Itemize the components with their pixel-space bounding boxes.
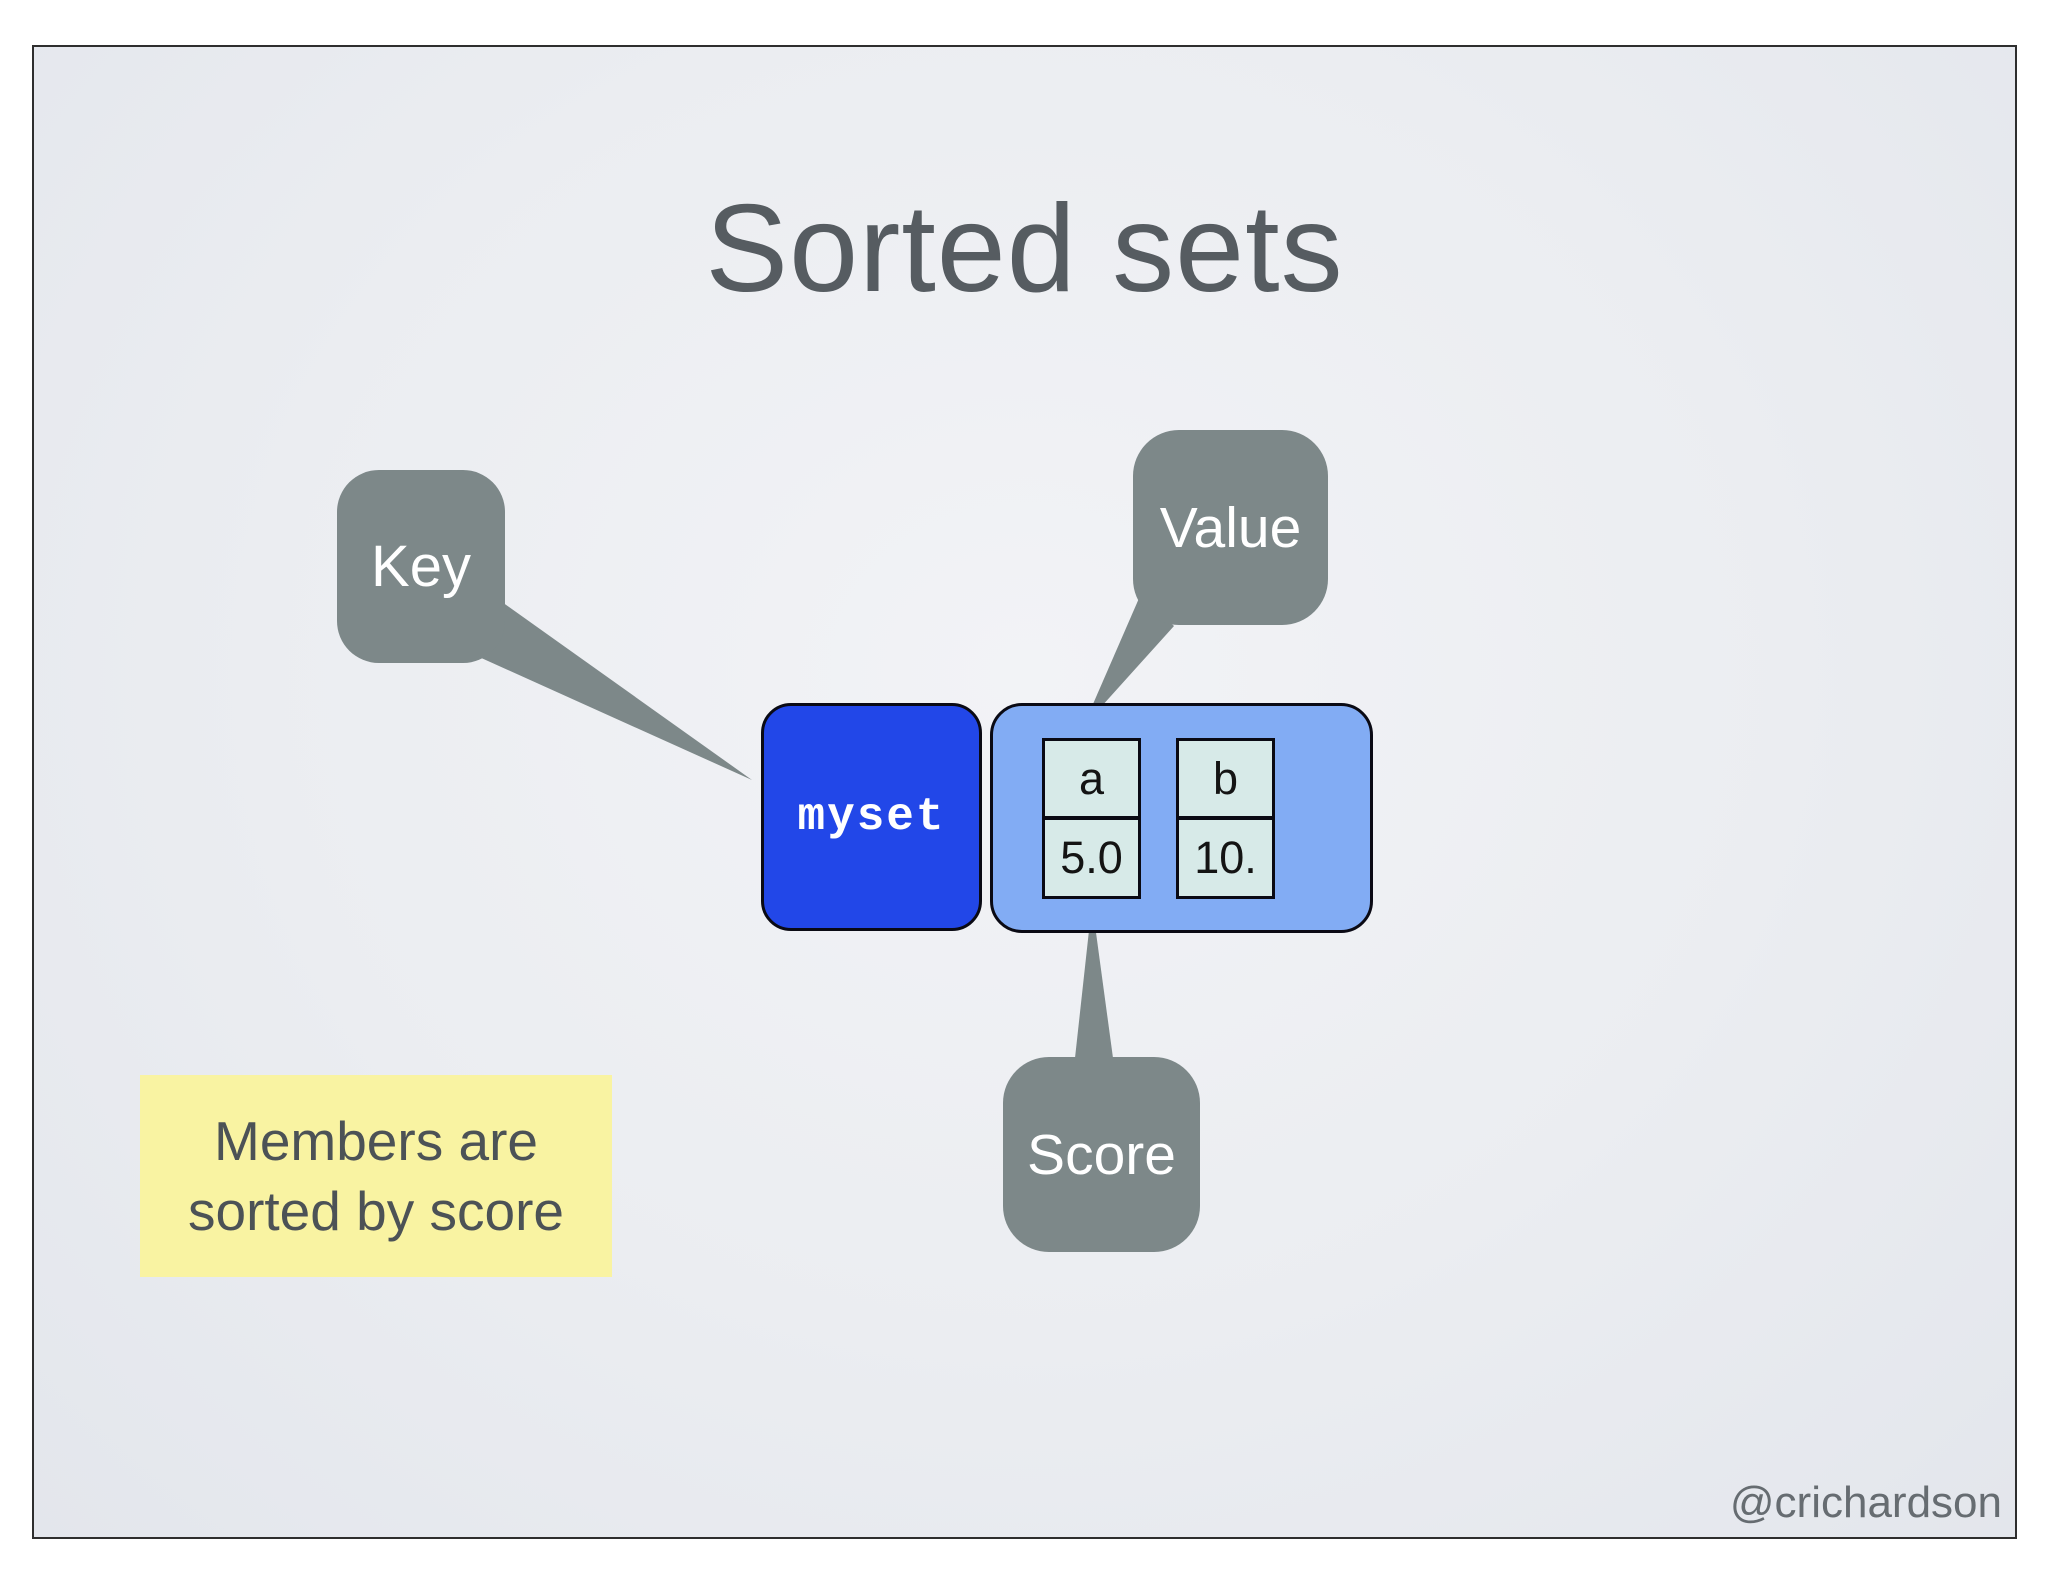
score-callout-label: Score xyxy=(1027,1122,1176,1187)
slide-title: Sorted sets xyxy=(705,180,1344,318)
entry-b-value-cell: b xyxy=(1176,738,1275,820)
score-callout: Score xyxy=(1003,1057,1200,1252)
key-callout-label: Key xyxy=(371,534,471,599)
entry-b: b 10. xyxy=(1176,738,1275,899)
entry-a-value-cell: a xyxy=(1042,738,1141,820)
note-text: Members are sorted by score xyxy=(187,1109,564,1242)
entry-b-score-cell: 10. xyxy=(1176,820,1275,899)
note-box: Members are sorted by score xyxy=(140,1075,612,1277)
entry-a: a 5.0 xyxy=(1042,738,1141,899)
value-callout: Value xyxy=(1133,430,1328,625)
key-callout: Key xyxy=(337,470,505,663)
value-callout-label: Value xyxy=(1159,495,1302,560)
entries-box: a 5.0 b 10. xyxy=(990,703,1373,933)
entry-a-score-cell: 5.0 xyxy=(1042,820,1141,899)
key-box: myset xyxy=(761,703,982,931)
key-box-label: myset xyxy=(797,791,946,843)
footer-handle: @crichardson xyxy=(1729,1478,2002,1527)
